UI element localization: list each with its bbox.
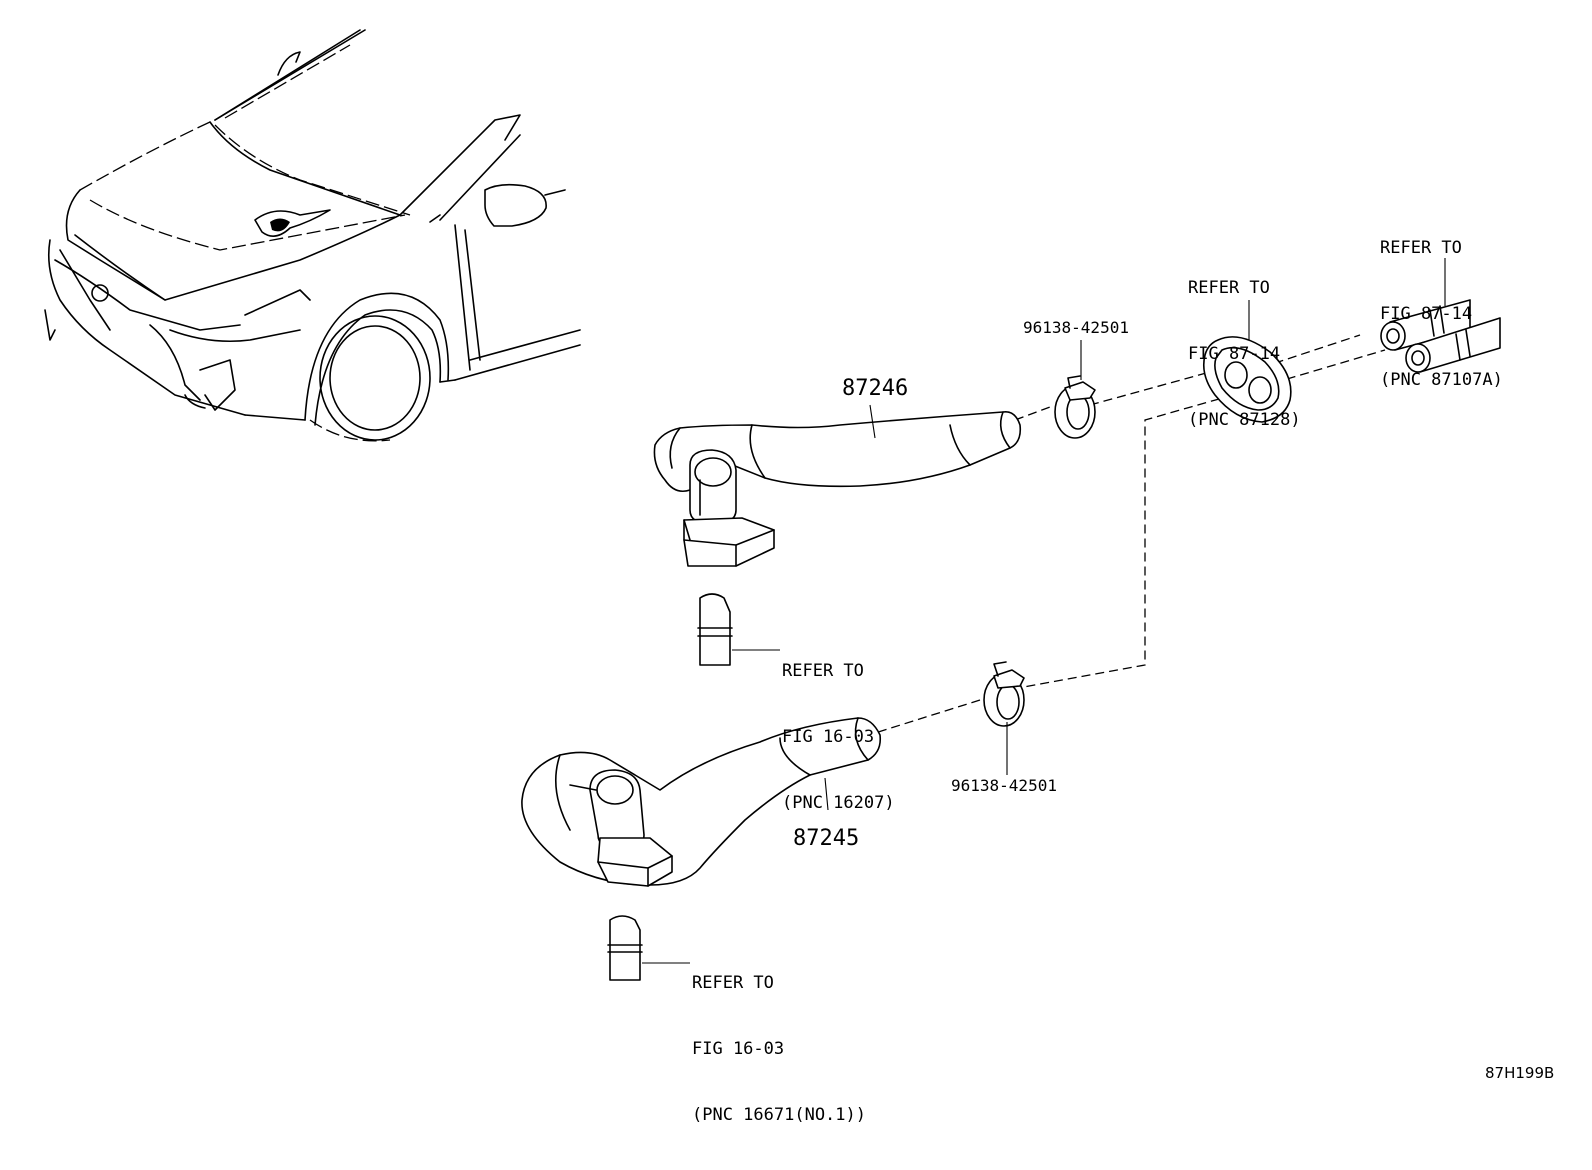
hose-87245	[521, 717, 882, 981]
heater-pipes	[1380, 299, 1501, 373]
part-number-clamp-upper: 96138-42501	[1023, 318, 1129, 337]
heater-hose-diagram: 87246 87245 96138-42501 96138-42501 REFE…	[44, 29, 1555, 1125]
part-number-87246: 87246	[842, 376, 909, 401]
reference-line: (PNC 87107A)	[1380, 370, 1503, 390]
reference-line: FIG 16-03	[782, 727, 875, 747]
clamp-upper	[1054, 375, 1096, 439]
reference-line: REFER TO	[782, 661, 864, 681]
grommet	[1202, 336, 1292, 423]
clamp-lower	[983, 661, 1025, 727]
reference-line: (PNC 16671(NO.1))	[692, 1105, 866, 1125]
reference-upper-pipe: REFER TO FIG 16-03 (PNC 16207)	[782, 616, 895, 858]
reference-heater-pipes: REFER TO FIG 87-14 (PNC 87107A)	[1380, 193, 1503, 435]
vehicle-outline	[44, 29, 581, 442]
reference-line: REFER TO	[1380, 238, 1462, 258]
reference-line: REFER TO	[692, 973, 774, 993]
reference-line: FIG 87-14	[1380, 304, 1473, 324]
part-number-clamp-lower: 96138-42501	[951, 776, 1057, 795]
hose-87246	[653, 410, 1022, 666]
leader-lines	[642, 258, 1446, 964]
reference-line: (PNC 87128)	[1188, 410, 1301, 430]
diagram-drawing	[44, 29, 1501, 981]
part-number-87245: 87245	[793, 826, 860, 851]
reference-line: FIG 16-03	[692, 1039, 785, 1059]
reference-grommet: REFER TO FIG 87-14 (PNC 87128)	[1188, 233, 1301, 475]
reference-line: REFER TO	[1188, 278, 1270, 298]
routing-lines	[874, 334, 1386, 734]
figure-code: 87H199B	[1485, 1064, 1555, 1082]
reference-line: FIG 87-14	[1188, 344, 1281, 364]
reference-line: (PNC 16207)	[782, 793, 895, 813]
reference-lower-pipe: REFER TO FIG 16-03 (PNC 16671(NO.1))	[692, 928, 866, 1170]
